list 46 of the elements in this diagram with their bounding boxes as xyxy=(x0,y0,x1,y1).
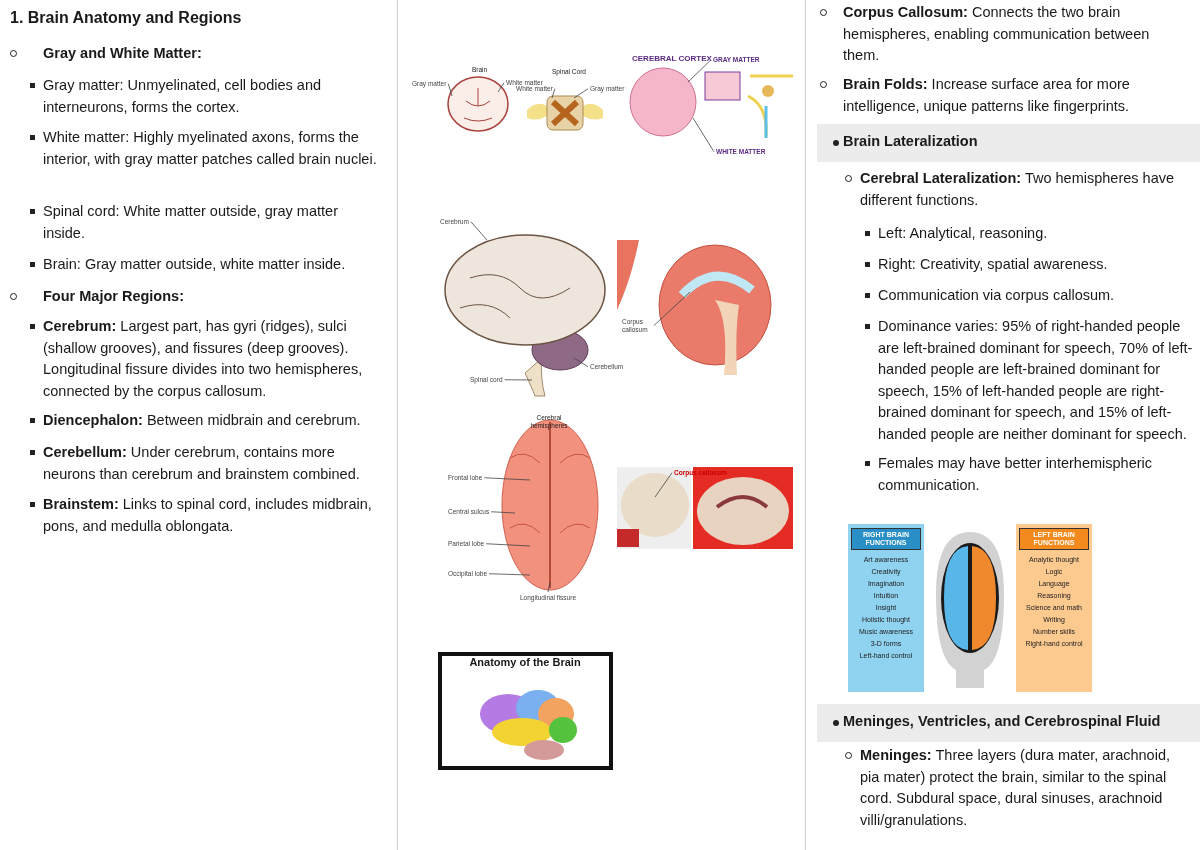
image-label: CEREBRAL CORTEX xyxy=(632,54,712,64)
leader-line xyxy=(573,88,589,99)
bullet-text: Cerebral Lateralization: Two hemispheres have different functions. xyxy=(860,169,1176,210)
bullet-text: Diencephalon: Between midbrain and cerebrum. xyxy=(43,411,362,430)
bullet-text: Communication via corpus callosum. xyxy=(878,286,1116,305)
bullet-text: Cerebrum: Largest part, has gyri (ridges), sulci (shallow grooves), and fissures (deep grooves). Longitudinal fissure divides into two hemispheres, connected by the corpus callosum. xyxy=(43,317,364,401)
leader-line xyxy=(488,573,531,576)
bullet-text: Brainstem: Links to spinal cord, includes midbrain, pons, and medulla oblongata. xyxy=(43,495,373,536)
leader-line xyxy=(547,581,551,593)
leader-line xyxy=(470,221,488,241)
bullet-text: Brain Folds: Increase surface area for more intelligence, unique patterns like fingerprints. xyxy=(843,75,1131,116)
section-band xyxy=(817,704,1200,742)
section-band xyxy=(817,124,1200,162)
section-heading: Meninges, Ventricles, and Cerebrospinal Fluid xyxy=(843,713,1161,729)
section-heading: Brain Lateralization xyxy=(843,133,978,149)
leader-line xyxy=(687,59,712,83)
leader-line xyxy=(692,117,715,153)
brain-photo-drawing xyxy=(617,467,793,549)
bullet-text: Brain: Gray matter outside, white matter inside. xyxy=(43,255,347,274)
bullet-text: Left: Analytical, reasoning. xyxy=(878,224,1049,243)
leader-line xyxy=(573,357,589,368)
bullet-text: Gray and White Matter: xyxy=(43,44,203,63)
leader-line xyxy=(551,88,556,99)
section-title: 1. Brain Anatomy and Regions xyxy=(10,9,242,27)
bullet-text: White matter: Highly myelinated axons, forms the interior, with gray matter patches called brain nuclei. xyxy=(43,128,378,169)
leader-line xyxy=(485,543,531,547)
brain-top-view-drawing xyxy=(500,418,600,592)
spinal-cord-section-drawing xyxy=(525,92,605,134)
leader-line xyxy=(504,379,533,381)
bullet-text: Corpus Callosum: Connects the two brain hemispheres, enabling communication between them. xyxy=(843,3,1151,65)
image-label: Anatomy of the Brain xyxy=(468,656,582,670)
bullet-text: Right: Creativity, spatial awareness. xyxy=(878,255,1109,274)
bullet-text: Females may have better interhemispheric communication. xyxy=(878,454,1153,495)
leader-line xyxy=(497,82,505,93)
leader-line xyxy=(483,477,531,481)
bullet-text: Meninges: Three layers (dura mater, arachnoid, pia mater) protect the brain, similar to the spinal cord. Subdural space, dural sinuses, arachnoid villi/granulations. xyxy=(860,746,1171,830)
function-panel xyxy=(848,524,924,692)
leader-line xyxy=(490,511,516,514)
bullet-text: Four Major Regions: xyxy=(43,287,185,306)
bullet-text: Cerebellum: Under cerebrum, contains more neurons than cerebrum and brainstem combined. xyxy=(43,443,361,484)
bullet-text: Spinal cord: White matter outside, gray matter inside. xyxy=(43,202,339,243)
bullet-text: Gray matter: Unmyelinated, cell bodies and interneurons, forms the cortex. xyxy=(43,76,323,117)
leader-line xyxy=(447,83,453,97)
function-panel xyxy=(1016,524,1092,692)
bullet-text: Dominance varies: 95% of right-handed people are left-brained dominant for speech, 70% of left-handed people are left-brained dominant for speech, 15% of left-handed people are right-brained dominant for speech, and 15% of left-handed people are neither dominant for speech. xyxy=(878,317,1194,444)
leader-line xyxy=(654,472,673,498)
